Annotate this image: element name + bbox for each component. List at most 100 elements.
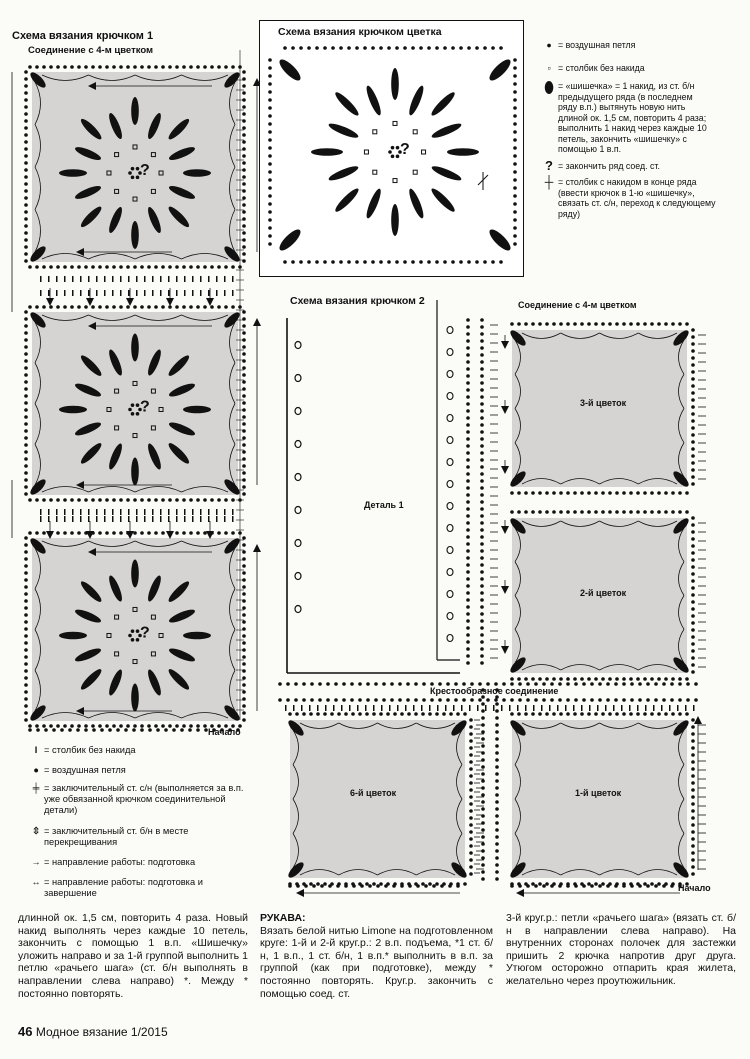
chain-dot <box>124 728 128 732</box>
scallop-arc <box>521 520 561 527</box>
scallop-arc <box>514 729 521 765</box>
puff-stitch <box>183 169 211 177</box>
chain-dot <box>242 310 246 314</box>
chain-dot <box>480 409 484 413</box>
chain-dot <box>691 565 695 569</box>
chain-dot <box>480 556 484 560</box>
chain-dot <box>24 536 28 540</box>
arrow-head <box>501 341 509 349</box>
chain-dot <box>424 884 428 888</box>
scallop-arc <box>338 722 378 729</box>
chain-dot <box>242 366 246 370</box>
chain-dot <box>664 322 668 326</box>
chain-dot <box>371 46 375 50</box>
buttonhole-ring <box>294 505 302 515</box>
scallop-arc <box>638 520 678 527</box>
chain-dot <box>657 322 661 326</box>
chain-dot <box>691 635 695 639</box>
stitch-bar <box>525 705 527 711</box>
chain-dot <box>662 682 666 686</box>
chain-dot <box>495 814 499 818</box>
chain-dot <box>495 842 499 846</box>
chain-dot <box>24 478 28 482</box>
chain-dot <box>180 728 184 732</box>
chain-dot <box>573 510 577 514</box>
chain-dot <box>636 677 640 681</box>
arrow-head <box>501 466 509 474</box>
chain-dot <box>678 884 682 888</box>
chain-dot <box>691 865 695 869</box>
chain-dot <box>268 210 272 214</box>
puff-stitch <box>80 118 102 140</box>
chain-dot <box>430 682 434 686</box>
sc-square <box>132 144 138 150</box>
chain-dot <box>24 606 28 610</box>
chain-dot <box>456 712 460 716</box>
chain-dot <box>339 46 343 50</box>
chain-dot <box>63 531 67 535</box>
chain-dot <box>268 234 272 238</box>
ring-stitch <box>446 567 454 577</box>
chain-dot <box>469 774 473 778</box>
chain-dot <box>91 498 95 502</box>
chain-dot <box>552 712 556 716</box>
chain-dot <box>495 835 499 839</box>
stitch-bar <box>629 705 631 711</box>
stitch-bar <box>176 276 178 282</box>
legend-text: = заключительный ст. б/н в месте перекре… <box>44 826 189 847</box>
chain-dot <box>691 537 695 541</box>
chain-dot <box>24 662 28 666</box>
chain-dot <box>691 328 695 332</box>
chain-dot <box>469 746 473 750</box>
stitch-bar <box>184 516 186 522</box>
chain-dot <box>480 619 484 623</box>
chain-dot <box>573 491 577 495</box>
chain-dot <box>495 800 499 804</box>
chain-dot <box>268 138 272 142</box>
chain-dot <box>545 882 549 886</box>
chain-dot <box>217 265 221 269</box>
sc-square <box>158 407 164 412</box>
chain-dot <box>481 772 485 776</box>
chain-dot <box>24 324 28 328</box>
stitch-bar <box>192 276 194 282</box>
text-column-2: РУКАВА: Вязать белой нитью Limone на под… <box>260 912 493 1000</box>
chain-dot <box>466 584 470 588</box>
chain-dot <box>242 436 246 440</box>
stitch-bar <box>501 705 503 711</box>
chain-dot <box>435 882 439 886</box>
scallop-arc <box>34 444 41 486</box>
arrow-head <box>501 526 509 534</box>
chain-dot <box>481 709 485 713</box>
chain-dot <box>657 712 661 716</box>
chain-dot <box>154 305 158 309</box>
stitch-bar <box>168 516 170 522</box>
scallop-arc <box>638 664 678 671</box>
chain-dot <box>175 65 179 69</box>
chain-dot <box>135 638 140 642</box>
sc-square <box>412 129 418 135</box>
chain-dot <box>196 305 200 309</box>
chain-dot <box>495 744 499 748</box>
chain-dot <box>654 682 658 686</box>
chain-dot <box>242 585 246 589</box>
chain-dot <box>268 226 272 230</box>
sc-square <box>132 196 138 202</box>
buttonhole-ring <box>294 406 302 416</box>
chain-dot <box>606 884 610 888</box>
chain-dot <box>486 682 490 686</box>
chain-dot <box>56 724 60 728</box>
scallop-arc <box>34 588 41 630</box>
stitch-bar <box>605 705 607 711</box>
chain-dot <box>98 724 102 728</box>
chain-dot <box>217 65 221 69</box>
chain-dot <box>242 662 246 666</box>
puff-stitch <box>30 705 46 721</box>
chain-dot <box>622 322 626 326</box>
chain-dot <box>517 491 521 495</box>
chain-dot <box>608 322 612 326</box>
chain-dot <box>339 260 343 264</box>
chain-dot <box>442 712 446 716</box>
stitch-bar <box>413 705 415 711</box>
ring-stitch <box>446 523 454 533</box>
